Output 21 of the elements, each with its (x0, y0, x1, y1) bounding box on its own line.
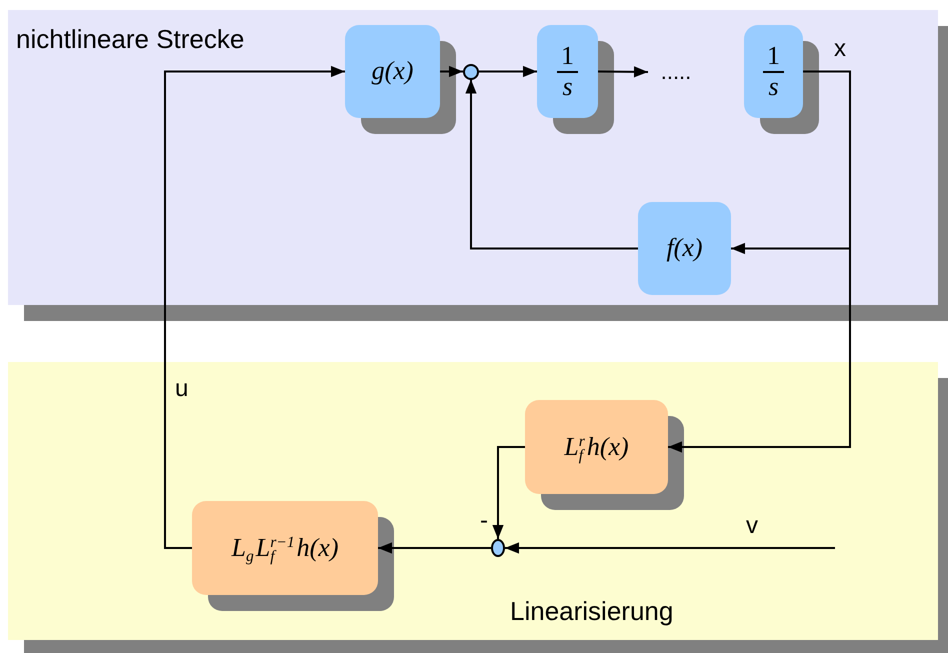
panel-background (8, 362, 938, 640)
arrow (440, 66, 463, 78)
arrow (492, 446, 525, 539)
function-block: f(x) (638, 202, 731, 295)
continuation-dots: ..... (648, 55, 704, 89)
arrow (465, 80, 638, 250)
panel-title: nichtlineare Strecke (16, 24, 244, 55)
arrow (505, 542, 835, 554)
panel-title: Linearisierung (510, 596, 674, 627)
integrator-block: 1 s (537, 25, 598, 118)
function-block: g(x) (345, 25, 440, 118)
integrator-block: 1 s (744, 25, 803, 118)
panel-background (8, 10, 938, 305)
arrow (378, 542, 491, 554)
arrow (479, 66, 537, 78)
function-block: L$_{g}$L$^{r−1}$$_{f}$h(x) (192, 501, 378, 595)
arrow (164, 66, 345, 549)
function-block: L$^{r}$$_{f}$h(x) (525, 400, 668, 494)
summing-junction (491, 539, 505, 557)
arrow (598, 66, 648, 78)
summing-junction (463, 64, 479, 80)
